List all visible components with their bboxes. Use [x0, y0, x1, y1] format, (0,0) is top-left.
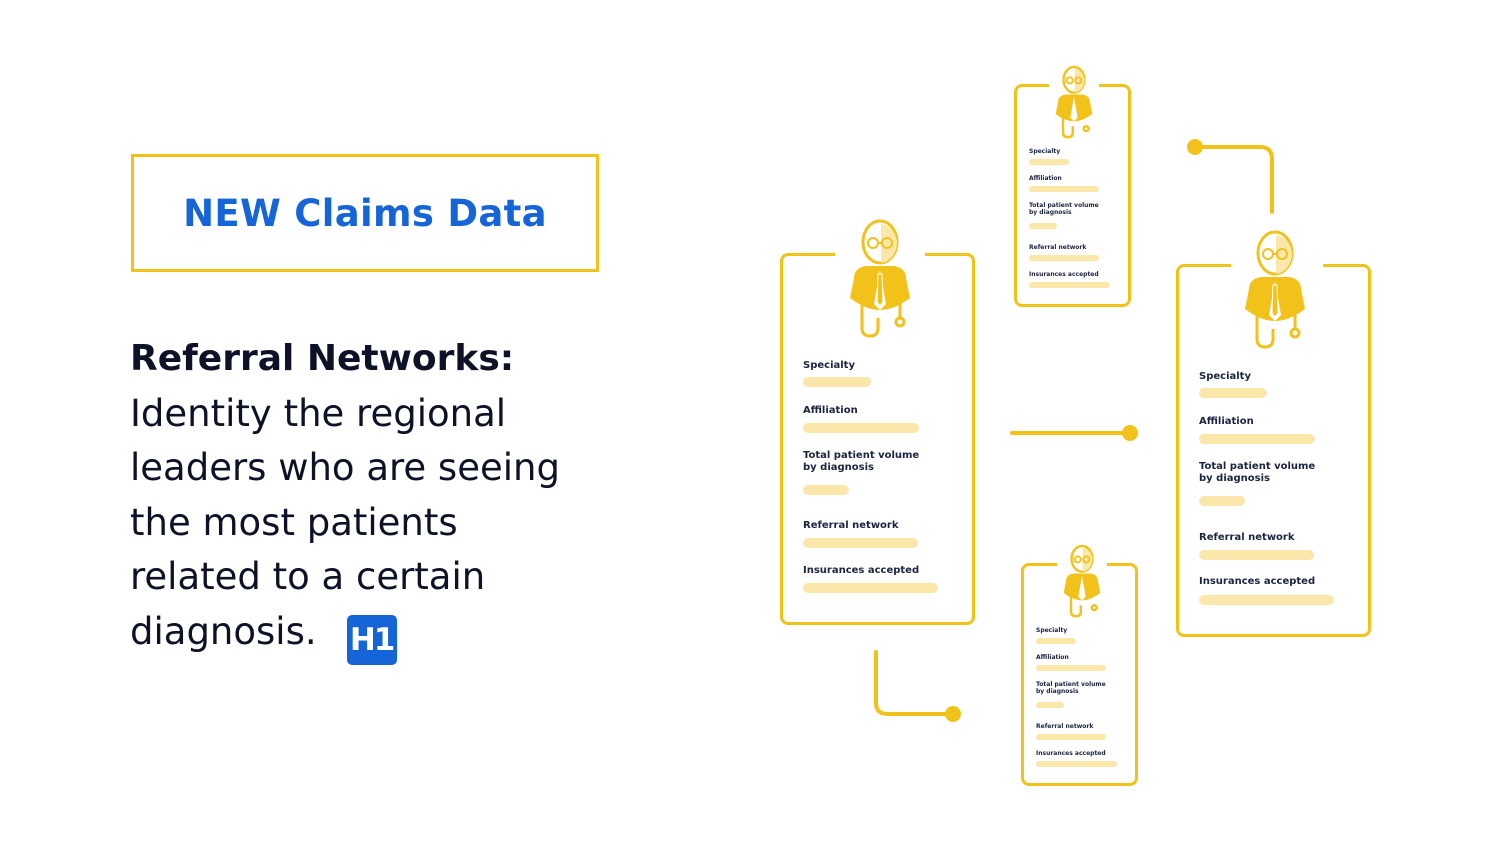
description: Referral Networks: Identity the regional…: [130, 332, 650, 665]
field-bar: [1036, 665, 1106, 671]
field-label-affiliation: Affiliation: [1029, 175, 1062, 182]
field-label-affiliation: Affiliation: [1199, 416, 1254, 427]
field-bar: [803, 538, 918, 548]
field-bar: [803, 377, 871, 387]
connector-line: [1193, 145, 1274, 214]
field-label-volume-2: by diagnosis: [803, 462, 874, 473]
description-line: related to a certain: [130, 555, 486, 598]
doctor-profile-card: Specialty Affiliation Total patient volu…: [1176, 230, 1371, 637]
description-line: leaders who are seeing: [130, 446, 560, 489]
field-label-insurances: Insurances accepted: [1029, 271, 1099, 278]
connector-line: [874, 650, 954, 716]
field-bar: [1199, 388, 1267, 398]
field-label-affiliation: Affiliation: [803, 405, 858, 416]
claims-data-badge: NEW Claims Data: [131, 154, 599, 272]
stethoscope-icon: [1061, 115, 1074, 139]
field-label-referral: Referral network: [803, 520, 899, 531]
field-label-specialty: Specialty: [1036, 627, 1068, 634]
connector-dot: [1187, 139, 1203, 155]
field-bar: [1199, 595, 1334, 605]
field-bar: [1036, 734, 1106, 740]
connector-dot: [945, 706, 961, 722]
field-label-insurances: Insurances accepted: [1199, 576, 1316, 587]
field-bar: [1036, 638, 1076, 644]
doctor-avatar-icon: [850, 219, 910, 338]
field-bar: [1029, 159, 1069, 165]
h1-logo-icon: H1: [346, 614, 397, 665]
doctor-profile-card: Specialty Affiliation Total patient volu…: [1014, 65, 1131, 307]
field-bar: [803, 583, 938, 593]
description-line: Identity the regional: [130, 391, 507, 435]
field-bar: [1036, 702, 1064, 708]
field-bar: [1029, 223, 1057, 229]
field-bar: [1029, 255, 1099, 261]
field-bar: [1029, 186, 1099, 192]
description-line: the most patients: [130, 500, 458, 544]
field-label-volume: Total patient volume: [1029, 202, 1099, 209]
field-label-volume: Total patient volume: [1199, 461, 1316, 472]
connector-dot: [1122, 425, 1138, 441]
field-bar: [803, 423, 919, 433]
description-line-last: diagnosis. H1: [130, 605, 650, 665]
field-label-insurances: Insurances accepted: [803, 565, 920, 576]
field-label-volume-2: by diagnosis: [1199, 473, 1270, 484]
field-bar: [1029, 282, 1110, 288]
doctor-avatar-icon: [1245, 230, 1305, 349]
field-label-referral: Referral network: [1199, 532, 1295, 543]
field-label-volume: Total patient volume: [1036, 681, 1106, 688]
field-bar: [1199, 496, 1245, 506]
stethoscope-icon: [1069, 594, 1082, 618]
badge-text: NEW Claims Data: [183, 191, 547, 235]
field-label-volume: Total patient volume: [803, 450, 920, 461]
field-label-volume-2: by diagnosis: [1029, 209, 1072, 216]
doctor-profile-card: Specialty Affiliation Total patient volu…: [780, 219, 975, 625]
stethoscope-icon: [1255, 311, 1275, 349]
field-label-insurances: Insurances accepted: [1036, 750, 1106, 757]
description-line-text: diagnosis.: [130, 609, 317, 653]
field-label-specialty: Specialty: [1199, 371, 1251, 382]
field-label-affiliation: Affiliation: [1036, 654, 1069, 661]
field-bar: [803, 485, 849, 495]
field-label-specialty: Specialty: [803, 360, 855, 371]
doctor-avatar-icon: [1055, 65, 1093, 139]
field-label-volume-2: by diagnosis: [1036, 688, 1079, 695]
field-bar: [1036, 761, 1117, 767]
doctor-avatar-icon: [1063, 544, 1101, 618]
description-title: Referral Networks:: [130, 338, 515, 379]
field-label-referral: Referral network: [1036, 723, 1094, 730]
stethoscope-icon: [860, 300, 880, 338]
field-label-specialty: Specialty: [1029, 148, 1061, 155]
field-bar: [1199, 434, 1315, 444]
field-label-referral: Referral network: [1029, 244, 1087, 251]
field-bar: [1199, 550, 1314, 560]
doctor-profile-card: Specialty Affiliation Total patient volu…: [1021, 544, 1138, 786]
